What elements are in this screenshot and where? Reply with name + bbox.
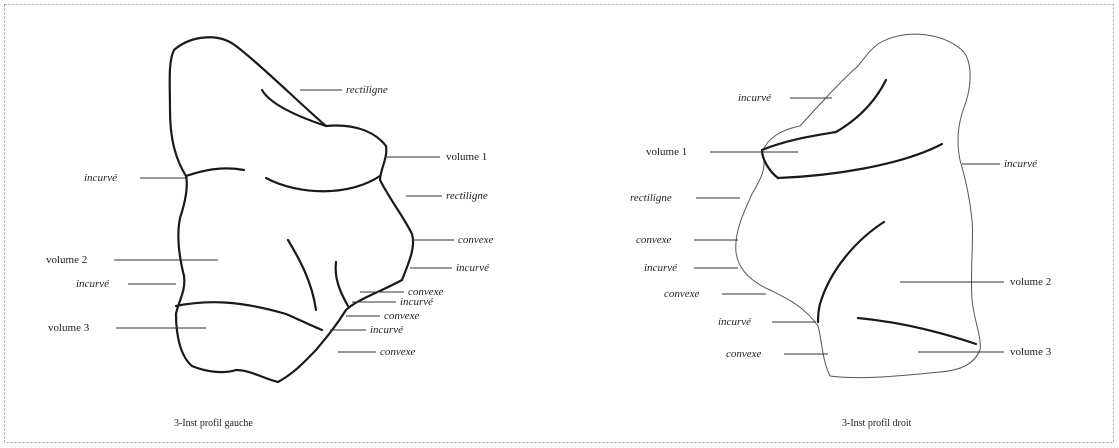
label-incurve-right: incurvé — [1004, 158, 1038, 170]
label-incurve-left-right-fig: incurvé — [644, 262, 678, 274]
left-mid-ridge — [286, 238, 318, 312]
label-volume-3-left: volume 3 — [48, 322, 90, 334]
label-convexe-2-right: convexe — [664, 288, 700, 300]
left-outline — [168, 36, 415, 384]
right-outline — [735, 33, 981, 379]
label-rectiligne-right: rectiligne — [446, 190, 488, 202]
left-labels: rectiligne volume 1 incurvé rectiligne c… — [46, 84, 494, 358]
label-convexe-4-left: convexe — [380, 346, 416, 358]
left-upper-ridge — [184, 167, 246, 178]
label-incurve-right-2: incurvé — [400, 296, 434, 308]
label-convexe-3-left: convexe — [384, 310, 420, 322]
label-volume-1-right: volume 1 — [646, 146, 687, 158]
label-incurve-right-3: incurvé — [370, 324, 404, 336]
left-instrument-drawing — [168, 36, 415, 384]
label-rectiligne-right-fig: rectiligne — [630, 192, 672, 204]
caption-left: 3-Inst profil gauche — [174, 418, 253, 429]
right-instrument-drawing — [735, 33, 981, 379]
label-volume-2-left: volume 2 — [46, 254, 87, 266]
label-convexe-1-right: convexe — [636, 234, 672, 246]
label-convexe-2-left: convexe — [408, 286, 444, 298]
label-incurve-left: incurvé — [84, 172, 118, 184]
right-mid-ridge — [816, 220, 886, 324]
left-volume1-bottom — [264, 174, 382, 193]
right-leader-lines — [694, 97, 1004, 355]
left-lower-ridge — [174, 301, 324, 332]
label-incurve-right-1: incurvé — [456, 262, 490, 274]
label-convexe-1-left: convexe — [458, 234, 494, 246]
label-volume-2-right: volume 2 — [1010, 276, 1051, 288]
left-leader-lines — [114, 89, 454, 353]
label-volume-1-left: volume 1 — [446, 151, 487, 163]
dotted-frame — [4, 4, 1114, 443]
label-convexe-3-right: convexe — [726, 348, 762, 360]
label-incurve-top-right: incurvé — [738, 92, 772, 104]
right-volume1-bottom — [776, 142, 944, 180]
right-volume1-side — [760, 148, 780, 180]
label-volume-3-right: volume 3 — [1010, 346, 1052, 358]
right-labels: incurvé volume 1 incurvé rectiligne conv… — [630, 92, 1052, 360]
label-rectiligne-top: rectiligne — [346, 84, 388, 96]
right-horn-curve — [834, 78, 888, 134]
caption-right: 3-Inst profil droit — [842, 418, 912, 429]
left-mid-ridge-2 — [334, 260, 350, 308]
left-inner-curve-top — [260, 88, 328, 128]
right-volume1-top — [760, 130, 838, 152]
right-lower-ridge — [856, 316, 978, 346]
label-incurve-lower-right: incurvé — [718, 316, 752, 328]
label-incurve-left-2: incurvé — [76, 278, 110, 290]
